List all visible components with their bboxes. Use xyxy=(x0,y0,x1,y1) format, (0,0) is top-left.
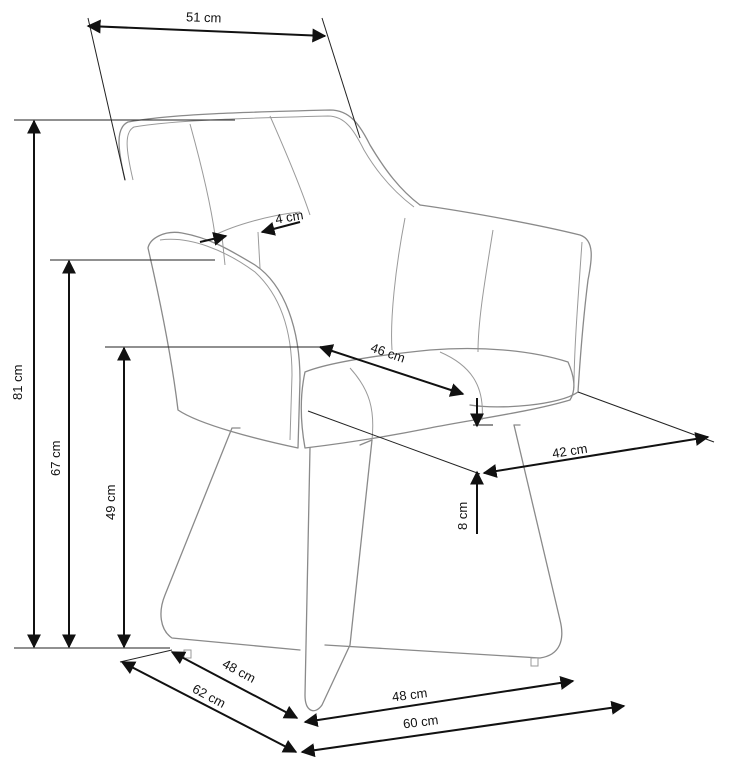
arrow-seat-diagonal xyxy=(318,344,465,397)
chair-frame-front xyxy=(304,439,373,712)
arrow-frame-width xyxy=(303,675,575,728)
chair-right-armrest xyxy=(419,204,592,408)
label-top-width: 51 cm xyxy=(186,9,222,25)
label-frame-width: 48 cm xyxy=(391,685,428,704)
arrow-total-depth xyxy=(120,661,298,753)
label-seat-diagonal: 46 cm xyxy=(369,340,407,366)
label-seat-height: 49 cm xyxy=(103,485,118,520)
chair-backrest xyxy=(118,109,421,206)
label-armrest-width: 4 cm xyxy=(274,207,304,227)
arrow-armrest-width-right xyxy=(260,221,301,236)
chair-illustration xyxy=(118,109,592,712)
chair-frame-left xyxy=(160,427,301,651)
arrow-top-width xyxy=(86,19,327,43)
chair-seat xyxy=(300,347,575,449)
label-armrest-height: 67 cm xyxy=(48,441,63,476)
label-total-height: 81 cm xyxy=(10,365,25,400)
arrow-armrest-width-left xyxy=(199,232,228,246)
extension-lines xyxy=(14,17,715,663)
arrow-seat-depth xyxy=(482,432,710,478)
label-seat-cushion: 8 cm xyxy=(455,502,470,530)
label-seat-depth: 42 cm xyxy=(551,441,588,461)
arrow-total-width xyxy=(300,700,626,758)
dimension-arrows xyxy=(27,19,710,758)
chair-frame-right xyxy=(324,424,563,659)
chair-left-armrest xyxy=(147,231,301,449)
label-total-width: 60 cm xyxy=(402,712,439,731)
